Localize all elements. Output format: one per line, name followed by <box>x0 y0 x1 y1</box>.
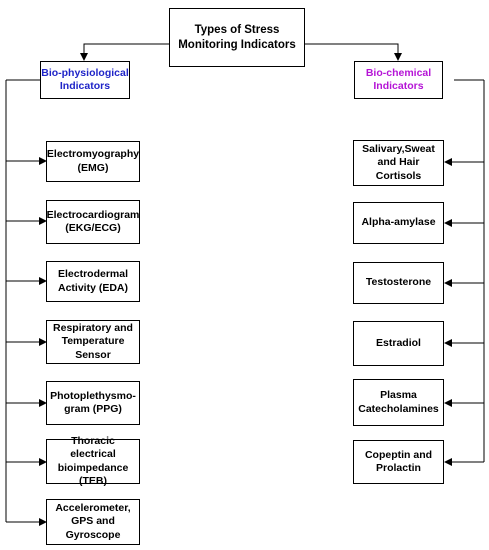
left-item-label: Thoracic electrical bioimpedance (TEB) <box>57 435 129 487</box>
root-to-left-arrow <box>80 43 169 61</box>
left-item-eda: Electrodermal Activity (EDA) <box>46 261 140 302</box>
bio-chemical-label: Bio-chemical Indicators <box>365 66 432 92</box>
right-item-label: Alpha-amylase <box>361 216 436 229</box>
right-item-label: Copeptin and Prolactin <box>364 448 433 474</box>
bio-chemical-category: Bio-chemical Indicators <box>354 61 443 99</box>
left-item-label: Electromyography (EMG) <box>46 148 140 174</box>
right-item-label: Salivary,Sweat and Hair Cortisols <box>362 143 435 182</box>
left-item-ppg: Photoplethysmo- gram (PPG) <box>46 381 140 425</box>
left-item-label: Electrocardiogram (EKG/ECG) <box>46 208 140 234</box>
right-item-label: Estradiol <box>376 336 421 349</box>
left-item-label: Photoplethysmo- gram (PPG) <box>50 389 136 415</box>
left-item-teb: Thoracic electrical bioimpedance (TEB) <box>46 435 140 487</box>
root-node: Types of Stress Monitoring Indicators <box>169 8 305 67</box>
right-item-copeptin: Copeptin and Prolactin <box>353 440 444 484</box>
right-item-estradiol: Estradiol <box>353 321 444 366</box>
bio-physiological-label: Bio-physiological Indicators <box>41 66 129 92</box>
left-item-label: Accelerometer, GPS and Gyroscope <box>55 502 131 541</box>
root-node-label: Types of Stress Monitoring Indicators <box>178 24 296 51</box>
right-item-label: Testosterone <box>365 276 432 289</box>
left-item-label: Electrodermal Activity (EDA) <box>57 268 129 294</box>
right-item-cortisols: Salivary,Sweat and Hair Cortisols <box>353 140 444 186</box>
right-item-catecholamines: Plasma Catecholamines <box>353 379 444 426</box>
left-item-ecg: Electrocardiogram (EKG/ECG) <box>46 200 140 244</box>
root-to-right-arrow <box>305 43 402 61</box>
right-item-testosterone: Testosterone <box>353 262 444 304</box>
right-item-alpha-amylase: Alpha-amylase <box>353 202 444 244</box>
left-item-accelerometer: Accelerometer, GPS and Gyroscope <box>46 499 140 545</box>
left-item-label: Respiratory and Temperature Sensor <box>53 322 133 361</box>
bio-physiological-category: Bio-physiological Indicators <box>40 61 130 99</box>
right-item-label: Plasma Catecholamines <box>358 389 439 415</box>
left-item-emg: Electromyography (EMG) <box>46 141 140 182</box>
left-item-respiratory: Respiratory and Temperature Sensor <box>46 320 140 364</box>
